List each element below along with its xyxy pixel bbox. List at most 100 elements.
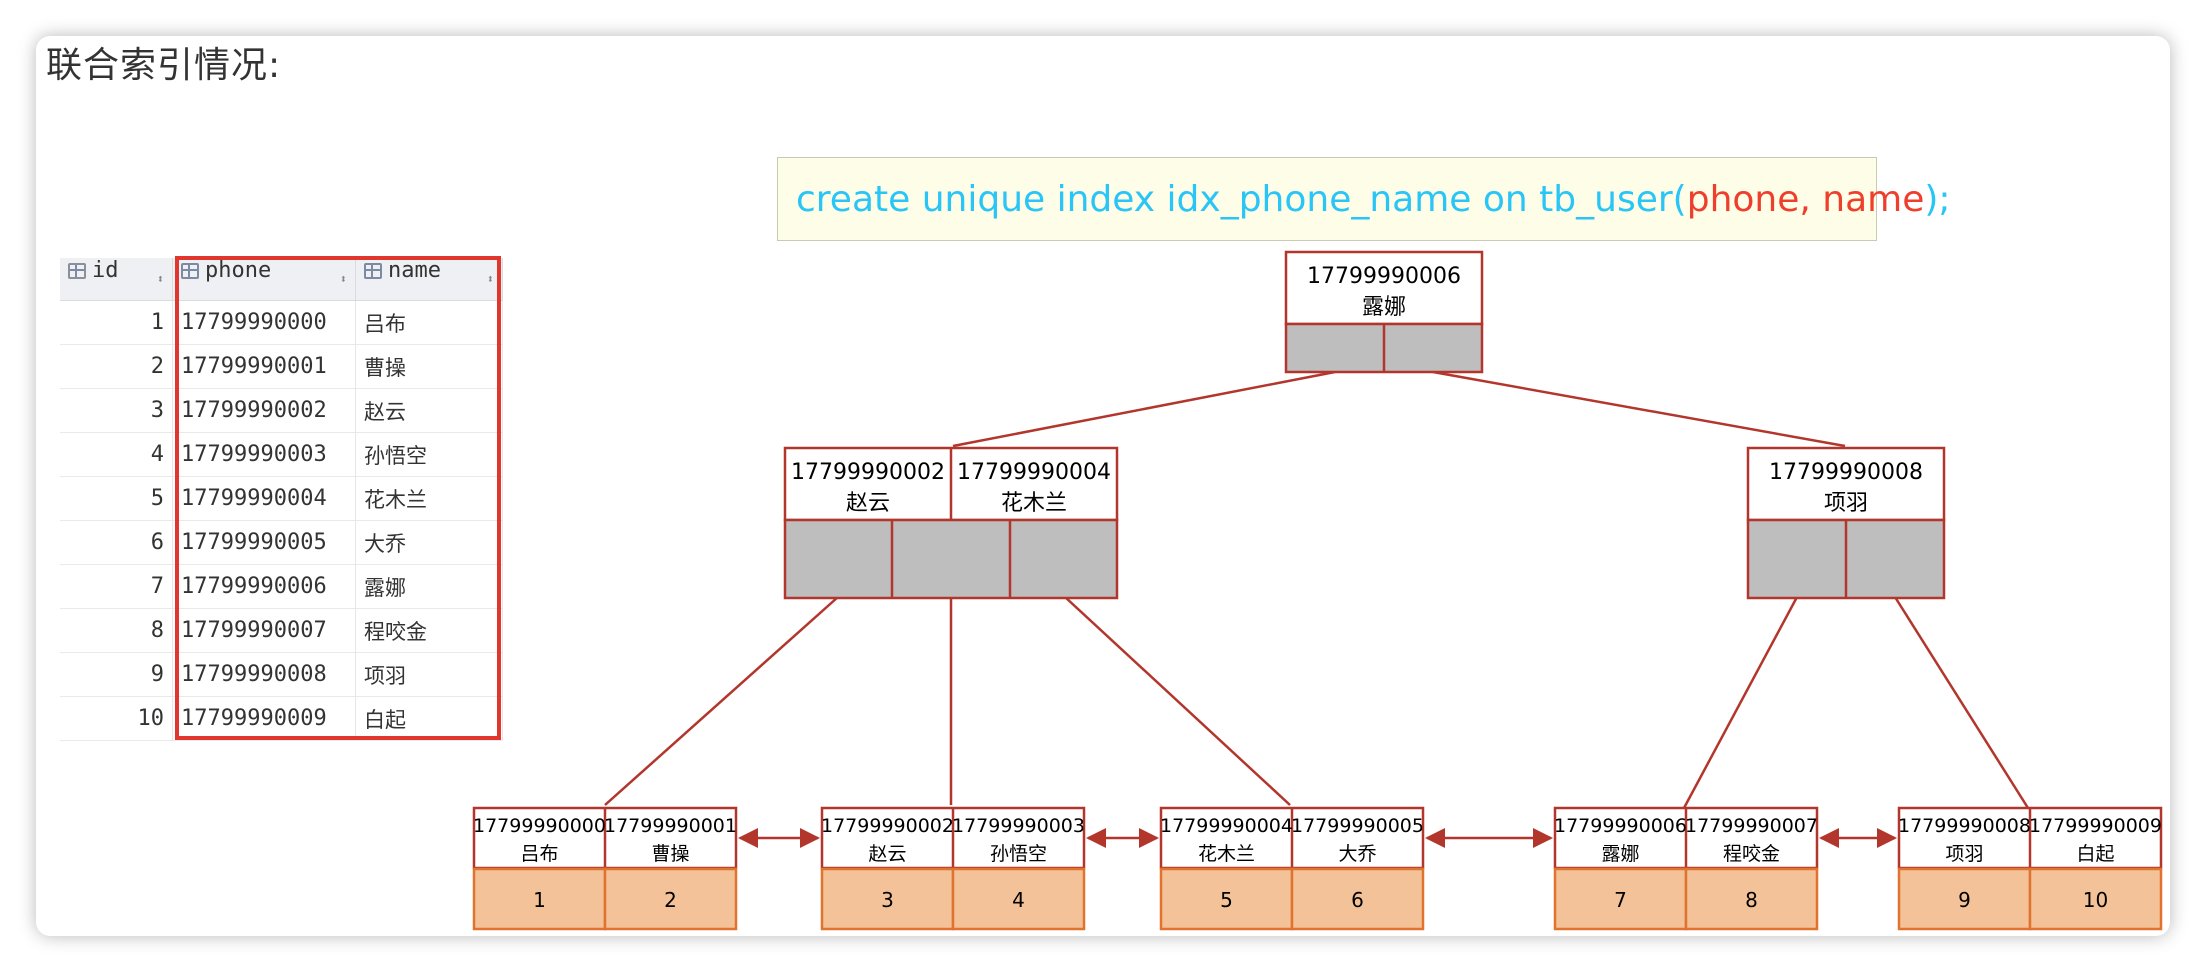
column-icon [364,263,382,279]
leaf-row-id-cell [1553,867,1688,931]
leaf-key-phone: 17799990006 [1554,815,1687,837]
leaf-key-phone: 17799990002 [821,815,954,837]
sql-suffix: ); [1924,179,1951,220]
cell-phone: 17799990008 [172,652,356,697]
sql-prefix: create unique index idx_phone_name on tb… [796,179,1687,220]
cell-phone: 17799990007 [172,608,356,653]
node-key-name: 花木兰 [1001,491,1067,516]
cell-phone: 17799990003 [172,432,356,477]
internal-node-left-pointers [783,518,1119,600]
cell-id: 2 [60,344,173,389]
highlight-box [175,256,501,740]
cell-id: 3 [60,388,173,433]
node-key-phone: 17799990008 [1769,460,1923,485]
node-key-name: 项羽 [1824,491,1868,516]
cell-id: 4 [60,432,173,477]
cell-phone: 17799990006 [172,564,356,609]
leaf-row-id-cell [1684,867,1819,931]
leaf-row-id-cell [2028,867,2163,931]
leaf-row-id-cell [1897,867,2032,931]
tree-edge [952,370,1336,448]
leaf-key-name: 程咬金 [1723,843,1780,865]
cell-id: 7 [60,564,173,609]
cell-name: 赵云 [355,388,503,433]
tree-edge [1064,596,1291,806]
cell-phone: 17799990004 [172,476,356,521]
node-key-phone: 17799990006 [1307,264,1461,289]
key-column-icon [68,263,86,279]
leaf-key-phone: 17799990005 [1291,815,1424,837]
leaf-key-phone: 17799990007 [1685,815,1818,837]
leaf-key-name: 白起 [2076,843,2114,865]
leaf-row-id: 5 [1220,888,1233,912]
cell-name: 曹操 [355,344,503,389]
node-key-name: 露娜 [1362,295,1406,320]
sql-statement: create unique index idx_phone_name on tb… [777,157,1951,241]
sort-icon[interactable]: ⬍ [339,272,347,286]
sort-icon[interactable]: ⬍ [156,272,164,286]
column-header-phone[interactable]: phone⬍ [172,258,356,301]
leaf-key-phone: 17799990008 [1898,815,2031,837]
cell-name: 程咬金 [355,608,503,653]
leaf-key-name: 孙悟空 [990,843,1047,865]
tree-edge [1432,370,1846,448]
table-header-row: id⬍ phone⬍ name⬍ [60,258,503,301]
leaf-row-id: 10 [2083,888,2108,912]
cell-id: 1 [60,300,173,345]
leaf-key-phone: 17799990004 [1160,815,1293,837]
leaf-key-name: 项羽 [1945,843,1983,865]
leaf-row-id: 4 [1012,888,1025,912]
cell-name: 吕布 [355,300,503,345]
column-header-name[interactable]: name⬍ [355,258,503,301]
tree-edge [604,596,839,806]
leaf-key-name: 露娜 [1601,843,1639,865]
node-key-name: 赵云 [846,491,890,516]
cell-name: 孙悟空 [355,432,503,477]
column-header-id[interactable]: id⬍ [60,258,173,301]
leaf-key-phone: 17799990009 [2029,815,2162,837]
leaf-row-id-cell [820,867,955,931]
leaf-row-id: 3 [881,888,894,912]
leaf-key-phone: 17799990001 [604,815,737,837]
leaf-row-id-cell [1290,867,1425,931]
leaf-key-name: 曹操 [651,843,689,865]
leaf-key-name: 赵云 [868,843,906,865]
sql-columns: phone, name [1686,179,1925,220]
cell-name: 白起 [355,696,503,741]
cell-phone: 17799990000 [172,300,356,345]
leaf-row-id: 7 [1614,888,1627,912]
cell-id: 8 [60,608,173,653]
leaf-key-phone: 17799990003 [952,815,1085,837]
cell-id: 5 [60,476,173,521]
leaf-key-name: 大乔 [1338,843,1376,865]
node-key-phone: 17799990002 [791,460,945,485]
cell-name: 大乔 [355,520,503,565]
leaf-key-name: 吕布 [520,843,558,865]
cell-phone: 17799990005 [172,520,356,565]
tree-edge [1893,596,2030,809]
root-node-keys [1284,250,1484,326]
sort-icon[interactable]: ⬍ [486,272,494,286]
cell-id: 10 [60,696,173,741]
cell-phone: 17799990001 [172,344,356,389]
tree-edge [1682,596,1799,809]
cell-phone: 17799990009 [172,696,356,741]
node-key-phone: 17799990004 [957,460,1111,485]
leaf-row-id: 9 [1958,888,1971,912]
cell-id: 9 [60,652,173,697]
cell-name: 花木兰 [355,476,503,521]
leaf-key-name: 花木兰 [1198,843,1255,865]
leaf-row-id-cell [603,867,738,931]
